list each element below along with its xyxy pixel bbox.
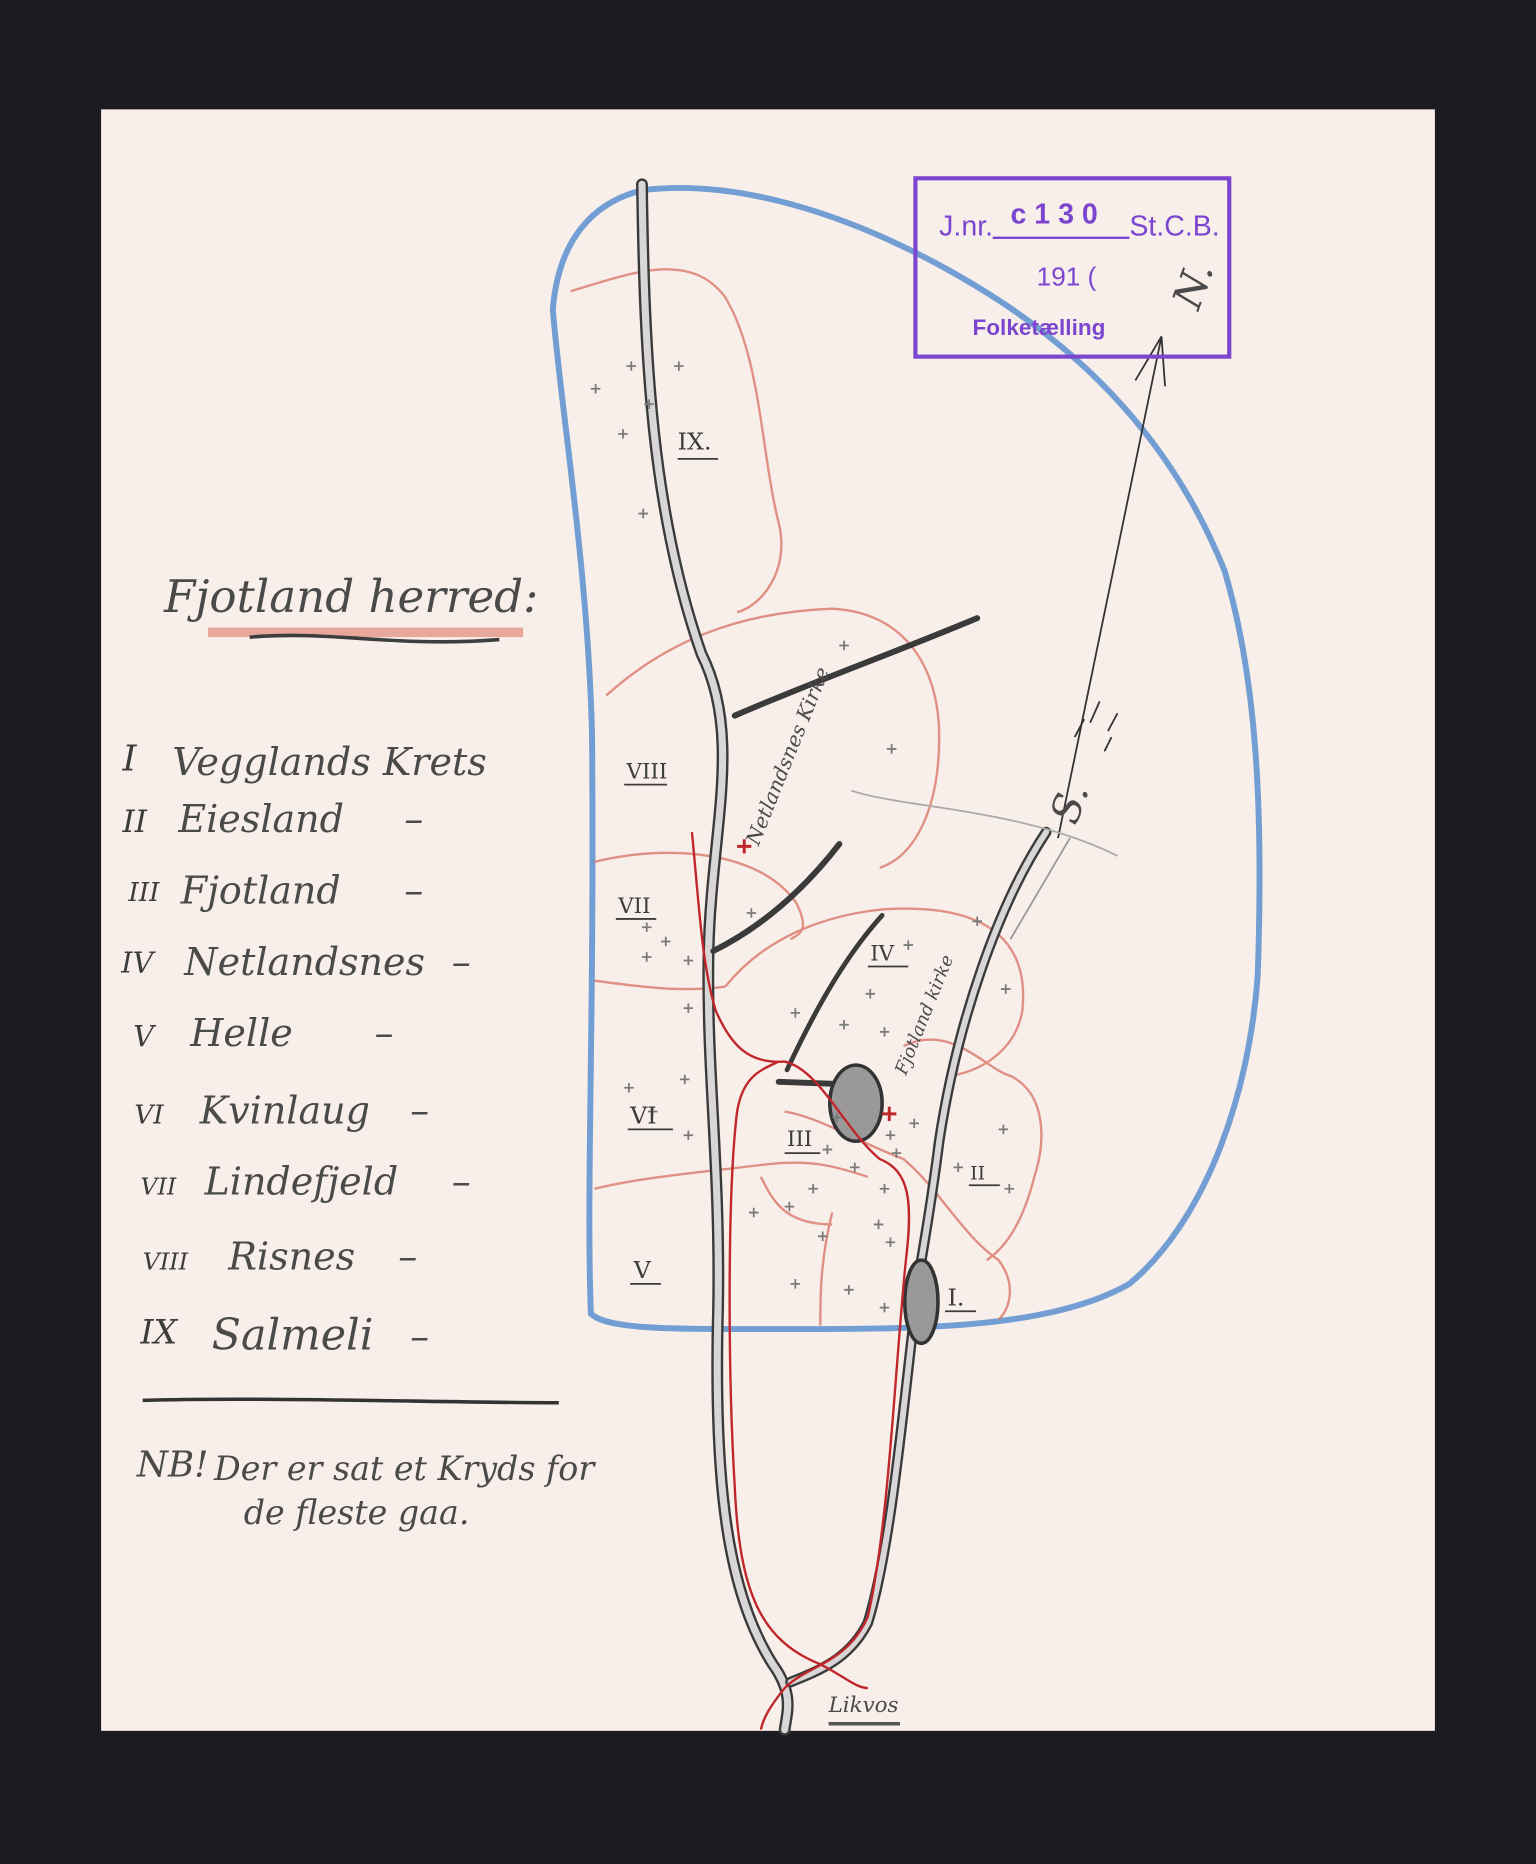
stamp-jnr-label: J.nr.: [939, 210, 993, 242]
legend-item: II Eiesland –: [121, 797, 423, 841]
svg-text:VI: VI: [134, 1100, 164, 1130]
north-arrow: [850, 335, 1166, 940]
stamp-year: 191 (: [1037, 261, 1097, 291]
legend-item: IV Netlandsnes –: [120, 940, 470, 984]
legend-item: VIII Risnes –: [143, 1235, 418, 1279]
region-label-underlines: [615, 457, 1000, 1313]
svg-text:IV: IV: [120, 946, 156, 979]
note-line-1: Der er sat et Kryds for: [213, 1449, 596, 1488]
svg-text:Lindefjeld: Lindefjeld: [204, 1160, 399, 1204]
region-label-ix: IX.: [678, 427, 712, 455]
legend-item: VII Lindefjeld –: [140, 1160, 470, 1204]
municipality-border: [549, 185, 1263, 1333]
church-markers: [737, 839, 897, 1122]
region-label-iv: IV: [870, 942, 894, 967]
svg-text:V: V: [133, 1020, 157, 1053]
stamp-office: St.C.B.: [1129, 210, 1219, 242]
svg-text:–: –: [452, 1160, 471, 1204]
note-line-2: de fleste gaa.: [244, 1493, 470, 1532]
note-prefix: NB!: [136, 1444, 209, 1485]
svg-text:–: –: [410, 1088, 429, 1132]
svg-text:–: –: [404, 797, 423, 841]
svg-text:IX: IX: [139, 1312, 178, 1351]
svg-text:–: –: [452, 940, 471, 984]
legend-item: V Helle –: [133, 1011, 393, 1055]
svg-text:III: III: [127, 878, 160, 908]
svg-text:VIII: VIII: [143, 1248, 189, 1276]
svg-text:Kvinlaug: Kvinlaug: [199, 1088, 370, 1132]
region-label-ii: II: [970, 1162, 985, 1184]
svg-text:–: –: [410, 1314, 429, 1358]
lake: [828, 1063, 884, 1144]
region-labels: I. II III IV V VI VII VIII IX.: [617, 427, 985, 1311]
legend: Fjotland herred: I Vegglands Krets II Ei…: [120, 570, 596, 1532]
svg-text:VII: VII: [140, 1173, 177, 1201]
svg-text:–: –: [398, 1235, 417, 1279]
legend-item: III Fjotland –: [127, 868, 423, 912]
legend-divider: [142, 1397, 559, 1405]
svg-text:–: –: [375, 1011, 394, 1055]
region-label-iii: III: [787, 1127, 812, 1152]
svg-text:Helle: Helle: [189, 1011, 293, 1055]
svg-text:I: I: [121, 738, 137, 779]
legend-item: I Vegglands Krets: [121, 738, 486, 784]
region-label-vi: VI: [629, 1101, 657, 1129]
region-label-viii: VIII: [626, 760, 668, 785]
region-label-vii: VII: [617, 894, 650, 919]
place-label-likvos: Likvos: [828, 1693, 899, 1718]
farm-markers: [590, 361, 1015, 1313]
svg-text:Netlandsnes: Netlandsnes: [183, 940, 425, 984]
region-label-i: I.: [948, 1283, 965, 1311]
legend-item: VI Kvinlaug –: [134, 1088, 429, 1132]
road: [690, 832, 911, 1730]
legend-item: IX Salmeli –: [139, 1310, 429, 1360]
document-title: Fjotland herred:: [163, 570, 538, 623]
stamp-subject: Folketælling: [972, 315, 1105, 340]
region-label-v: V: [633, 1256, 652, 1284]
svg-text:–: –: [404, 868, 423, 912]
svg-text:Risnes: Risnes: [227, 1235, 355, 1279]
svg-text:II: II: [121, 804, 147, 840]
lake-south: [902, 1258, 940, 1346]
svg-text:Fjotland: Fjotland: [180, 868, 341, 912]
svg-text:Eiesland: Eiesland: [177, 797, 344, 841]
stamp-jnr-value: c 1 3 0: [1011, 198, 1098, 230]
census-stamp: J.nr. c 1 3 0 St.C.B. 191 ( Folketælling: [913, 176, 1232, 359]
svg-text:Salmeli: Salmeli: [212, 1310, 374, 1360]
svg-text:Vegglands Krets: Vegglands Krets: [172, 740, 486, 784]
